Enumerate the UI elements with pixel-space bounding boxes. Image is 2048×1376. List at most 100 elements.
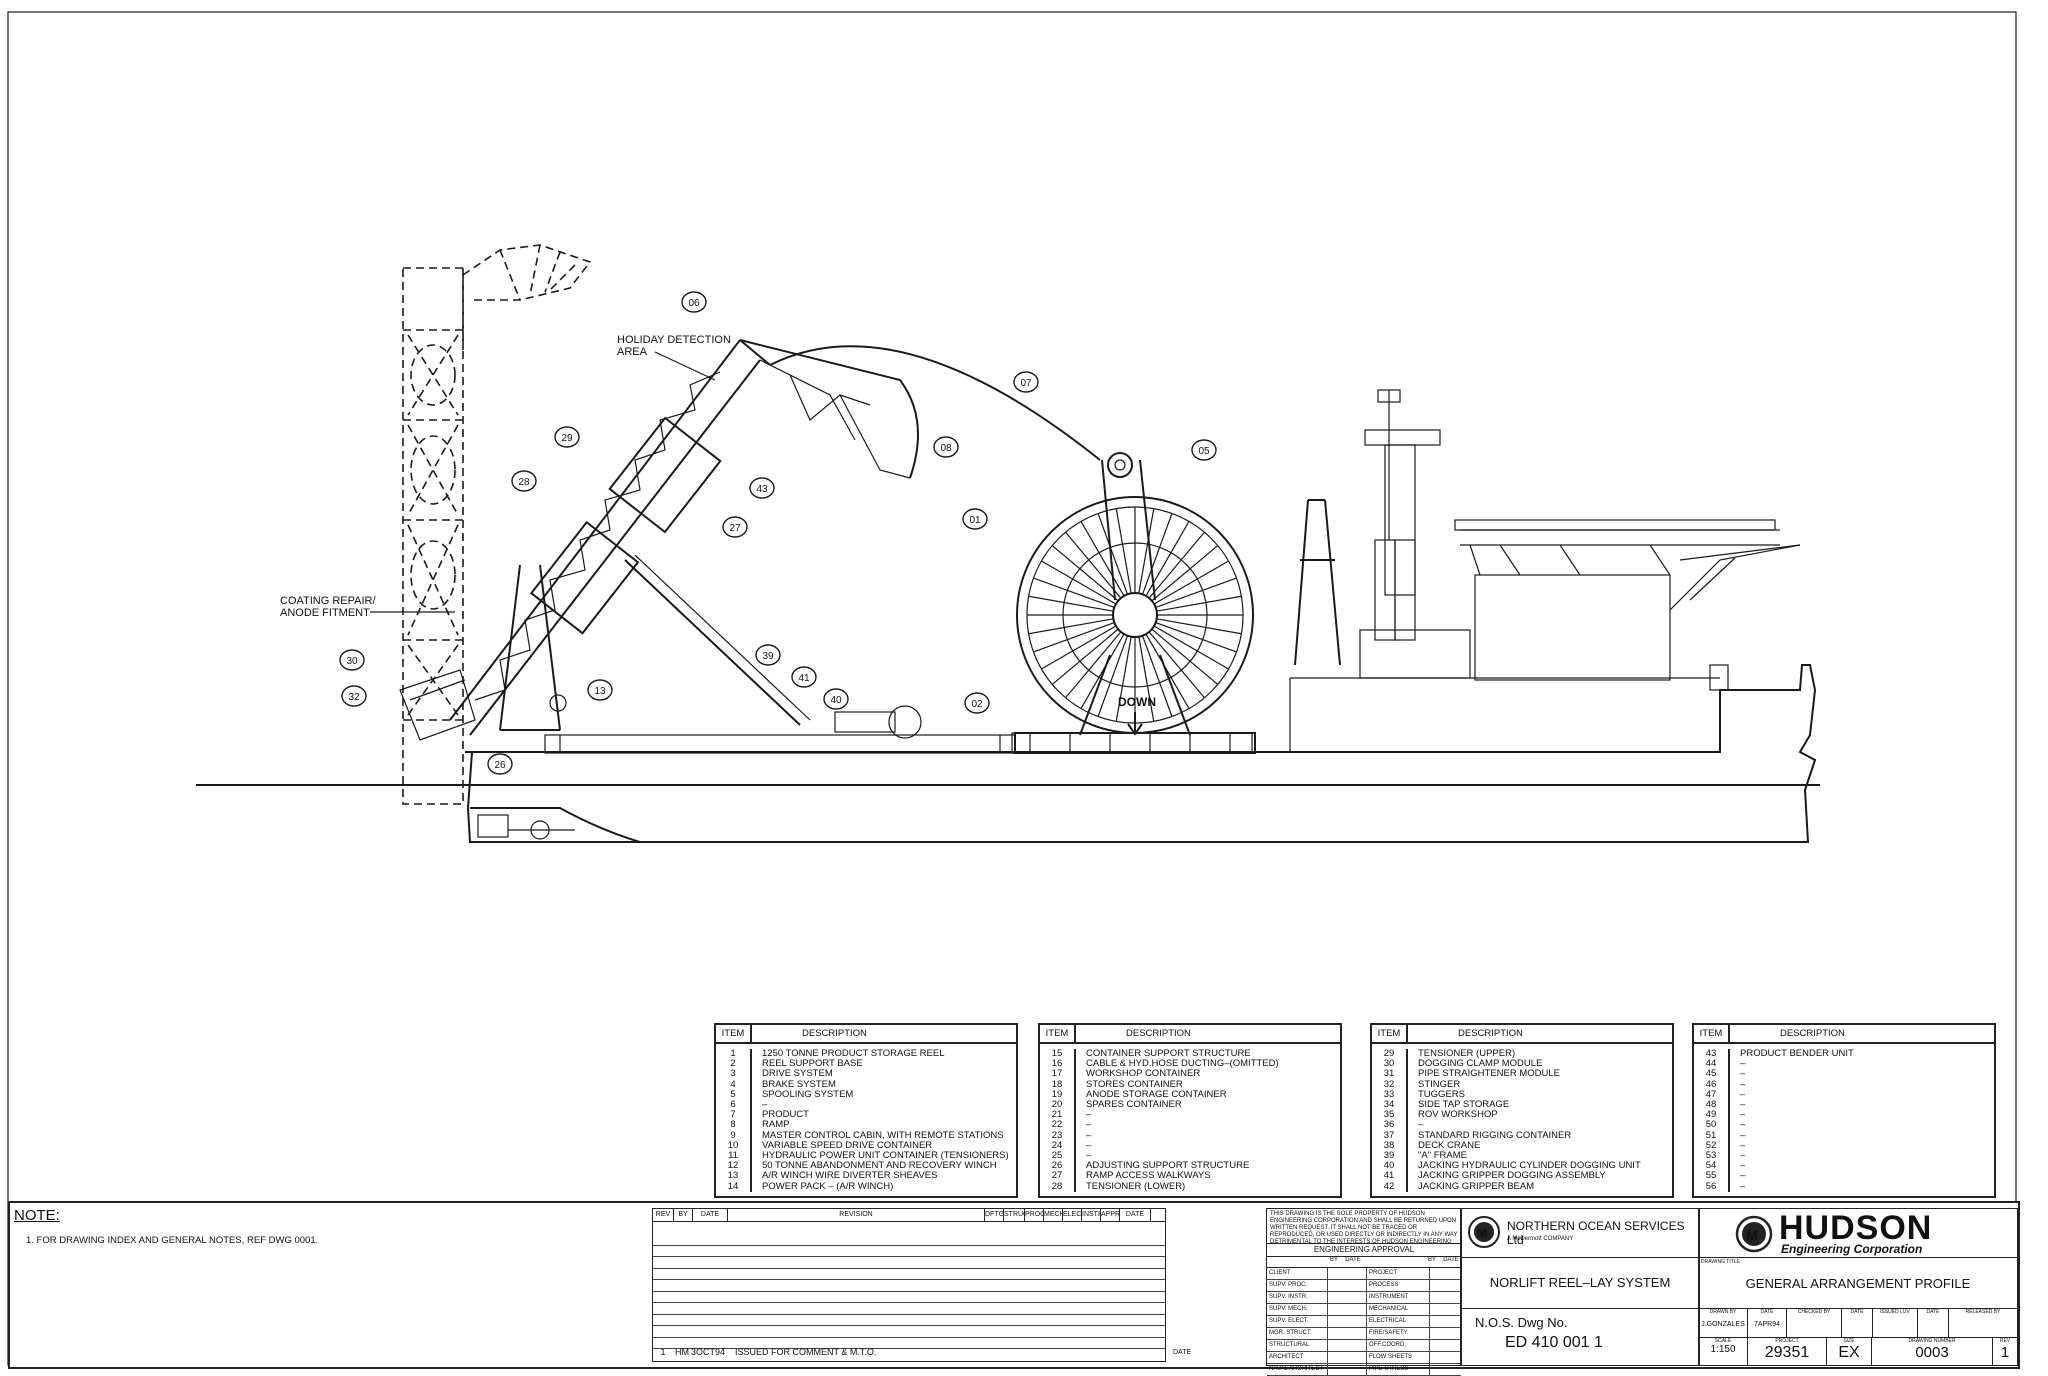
item-number: 31 bbox=[1372, 1069, 1408, 1080]
svg-text:M: M bbox=[1746, 1227, 1758, 1243]
drawing-number-label: DRAWING NUMBER bbox=[1908, 1338, 1956, 1344]
item-description: – bbox=[1086, 1151, 1092, 1162]
instr-col: INSTR bbox=[1082, 1209, 1101, 1221]
callout-bubble: 43 bbox=[749, 477, 775, 499]
project-number: 29351 bbox=[1764, 1344, 1810, 1361]
reel-spoke bbox=[1151, 628, 1219, 685]
down-label: DOWN bbox=[1118, 695, 1156, 709]
reel-spoke bbox=[1141, 635, 1173, 717]
legend-row: 49– bbox=[1694, 1110, 1994, 1121]
revision-table: REV BY DATE REVISION DFTG STRUC PROC MEC… bbox=[652, 1208, 1191, 1362]
item-number: 11 bbox=[716, 1150, 752, 1162]
approval-role: INSTRUMENT bbox=[1367, 1292, 1430, 1303]
approval-role: NAVAL ARCHITECT bbox=[1267, 1364, 1328, 1375]
callout-number: 02 bbox=[971, 699, 983, 710]
callout-bubble: 28 bbox=[511, 470, 537, 492]
item-header: ITEM bbox=[1040, 1025, 1076, 1042]
approval-row: SUPV. ELECT.ELECTRICAL bbox=[1267, 1316, 1461, 1328]
date-label: DATE bbox=[1760, 1309, 1774, 1315]
callout-bubble: 32 bbox=[341, 685, 367, 707]
item-number: 5 bbox=[716, 1089, 752, 1101]
item-description: – bbox=[1740, 1171, 1746, 1182]
stinger-tower bbox=[402, 244, 592, 805]
reel-spoke bbox=[1028, 595, 1114, 612]
item-description: – bbox=[1740, 1100, 1746, 1111]
item-number: 35 bbox=[1372, 1110, 1408, 1121]
drawn-by: J.GONZALES bbox=[1701, 1321, 1745, 1328]
item-number: 7 bbox=[716, 1110, 752, 1121]
legend-row: 48– bbox=[1694, 1099, 1994, 1111]
item-number: 34 bbox=[1372, 1099, 1408, 1111]
item-number: 53 bbox=[1694, 1150, 1730, 1162]
approval-role: SUPV. MECH. bbox=[1267, 1304, 1328, 1315]
item-description: "A" FRAME bbox=[1418, 1151, 1467, 1162]
appr-col: APPR bbox=[1101, 1209, 1120, 1221]
item-number: 1 bbox=[716, 1048, 752, 1060]
callout-coating-repair: COATING REPAIR/ bbox=[280, 595, 376, 607]
item-number: 17 bbox=[1040, 1069, 1076, 1080]
issued-label: ISSUED LUV bbox=[1873, 1309, 1918, 1337]
item-number: 13 bbox=[716, 1171, 752, 1182]
date-label: DATE bbox=[1842, 1309, 1873, 1337]
item-number: 23 bbox=[1040, 1130, 1076, 1141]
item-number: 6 bbox=[716, 1099, 752, 1111]
item-description: REEL SUPPORT BASE bbox=[762, 1059, 863, 1070]
item-description: JACKING GRIPPER BEAM bbox=[1418, 1181, 1535, 1192]
item-number: 56 bbox=[1694, 1181, 1730, 1192]
item-number: 45 bbox=[1694, 1069, 1730, 1080]
legend-row: 21– bbox=[1040, 1110, 1340, 1121]
item-number: 19 bbox=[1040, 1089, 1076, 1101]
released-by-label: RELEASED BY bbox=[1965, 1309, 2001, 1315]
item-header: ITEM bbox=[1372, 1025, 1408, 1042]
item-description: STORES CONTAINER bbox=[1086, 1079, 1183, 1090]
legend-row: 27 RAMP ACCESS WALKWAYS bbox=[1040, 1171, 1340, 1182]
by-label: BY bbox=[1427, 1257, 1436, 1263]
item-number: 16 bbox=[1040, 1058, 1076, 1070]
reel-spoke bbox=[1033, 621, 1115, 653]
item-number: 27 bbox=[1040, 1171, 1076, 1182]
item-description: RAMP ACCESS WALKWAYS bbox=[1086, 1171, 1211, 1182]
reel-spoke bbox=[1155, 577, 1237, 609]
nos-subtitle: A McDermott COMPANY bbox=[1507, 1236, 1574, 1242]
date-label: DATE bbox=[1918, 1309, 1949, 1337]
checked-by-label: CHECKED BY bbox=[1787, 1309, 1842, 1337]
revision-header: REV BY DATE REVISION DFTG STRUC PROC MEC… bbox=[653, 1209, 1165, 1222]
item-number: 18 bbox=[1040, 1079, 1076, 1090]
item-description: STANDARD RIGGING CONTAINER bbox=[1418, 1130, 1572, 1141]
callout-number: 32 bbox=[348, 692, 360, 703]
legend-row: 51– bbox=[1694, 1130, 1994, 1141]
item-number: 50 bbox=[1694, 1120, 1730, 1131]
item-description: DRIVE SYSTEM bbox=[762, 1069, 833, 1080]
reel-spoke bbox=[1065, 631, 1122, 699]
legend-row: 39"A" FRAME bbox=[1372, 1150, 1672, 1162]
reel-spoke bbox=[1141, 513, 1173, 595]
revision-blank-row bbox=[653, 1244, 1165, 1257]
notes-line-1: 1. FOR DRAWING INDEX AND GENERAL NOTES, … bbox=[26, 1235, 319, 1246]
elec-col: ELEC bbox=[1063, 1209, 1082, 1221]
rev-value: 1 bbox=[660, 1347, 666, 1357]
item-description: – bbox=[1740, 1110, 1746, 1121]
callout-bubble: 06 bbox=[681, 291, 707, 313]
item-description: POWER PACK – (A/R WINCH) bbox=[762, 1181, 894, 1192]
approval-role: STRUCTURAL bbox=[1267, 1340, 1328, 1351]
callout-number: 41 bbox=[798, 673, 810, 684]
revision-blank-row bbox=[653, 1290, 1165, 1303]
item-description: – bbox=[1086, 1130, 1092, 1141]
rev-label: REV bbox=[1999, 1338, 2011, 1344]
approval-role: MECHANICAL bbox=[1367, 1304, 1430, 1315]
callout-number: 05 bbox=[1198, 446, 1210, 457]
item-description: TENSIONER (UPPER) bbox=[1418, 1049, 1516, 1059]
system-name: NORLIFT REEL–LAY SYSTEM bbox=[1461, 1258, 1699, 1309]
item-description: WORKSHOP CONTAINER bbox=[1086, 1069, 1201, 1080]
callout-holiday-detection: HOLIDAY DETECTION bbox=[617, 334, 731, 346]
approval-role: ELECTRICAL bbox=[1367, 1316, 1430, 1327]
